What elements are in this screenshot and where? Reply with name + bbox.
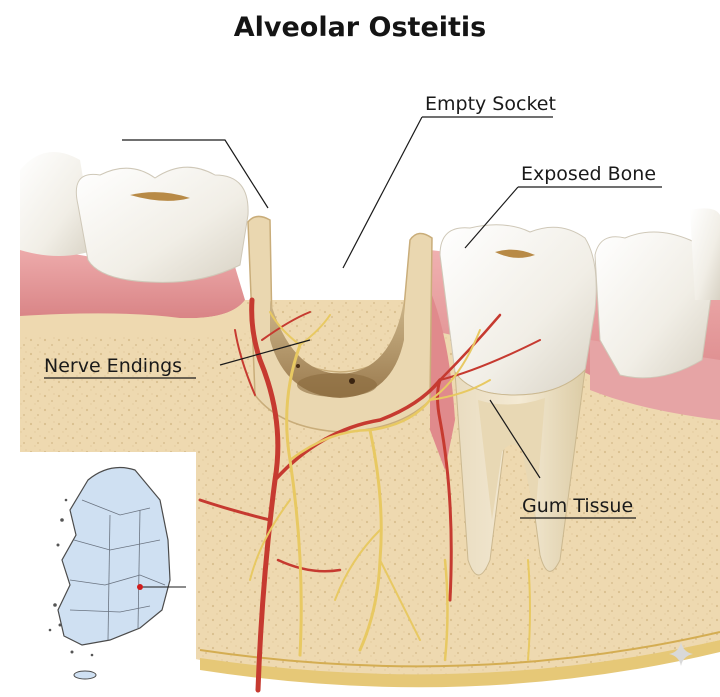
label-nerve-endings: Nerve Endings [44, 355, 182, 377]
inset-map-panel [20, 452, 196, 697]
molar-far-right [594, 208, 720, 379]
leader-lines [44, 116, 662, 519]
diagram-title: Alveolar Osteitis [233, 12, 487, 43]
leader-line-gum-tissue [489, 399, 541, 479]
label-exposed-bone: Exposed Bone [521, 163, 656, 185]
sparkle-icon [669, 642, 693, 666]
map-location-marker [137, 584, 143, 590]
korea-map [48, 467, 171, 680]
label-gum-tissue: Gum Tissue [522, 495, 633, 517]
leader-line-empty-socket [342, 116, 423, 269]
label-empty-socket: Empty Socket [425, 93, 556, 115]
molar-left [75, 166, 249, 283]
molar-right [439, 224, 597, 576]
nerve-branches [249, 311, 531, 662]
leader-line-nerve-endings [219, 339, 311, 366]
leader-line-unlabeled [122, 139, 269, 209]
molar-far-left [20, 152, 95, 256]
leader-line-exposed-bone [464, 186, 519, 249]
